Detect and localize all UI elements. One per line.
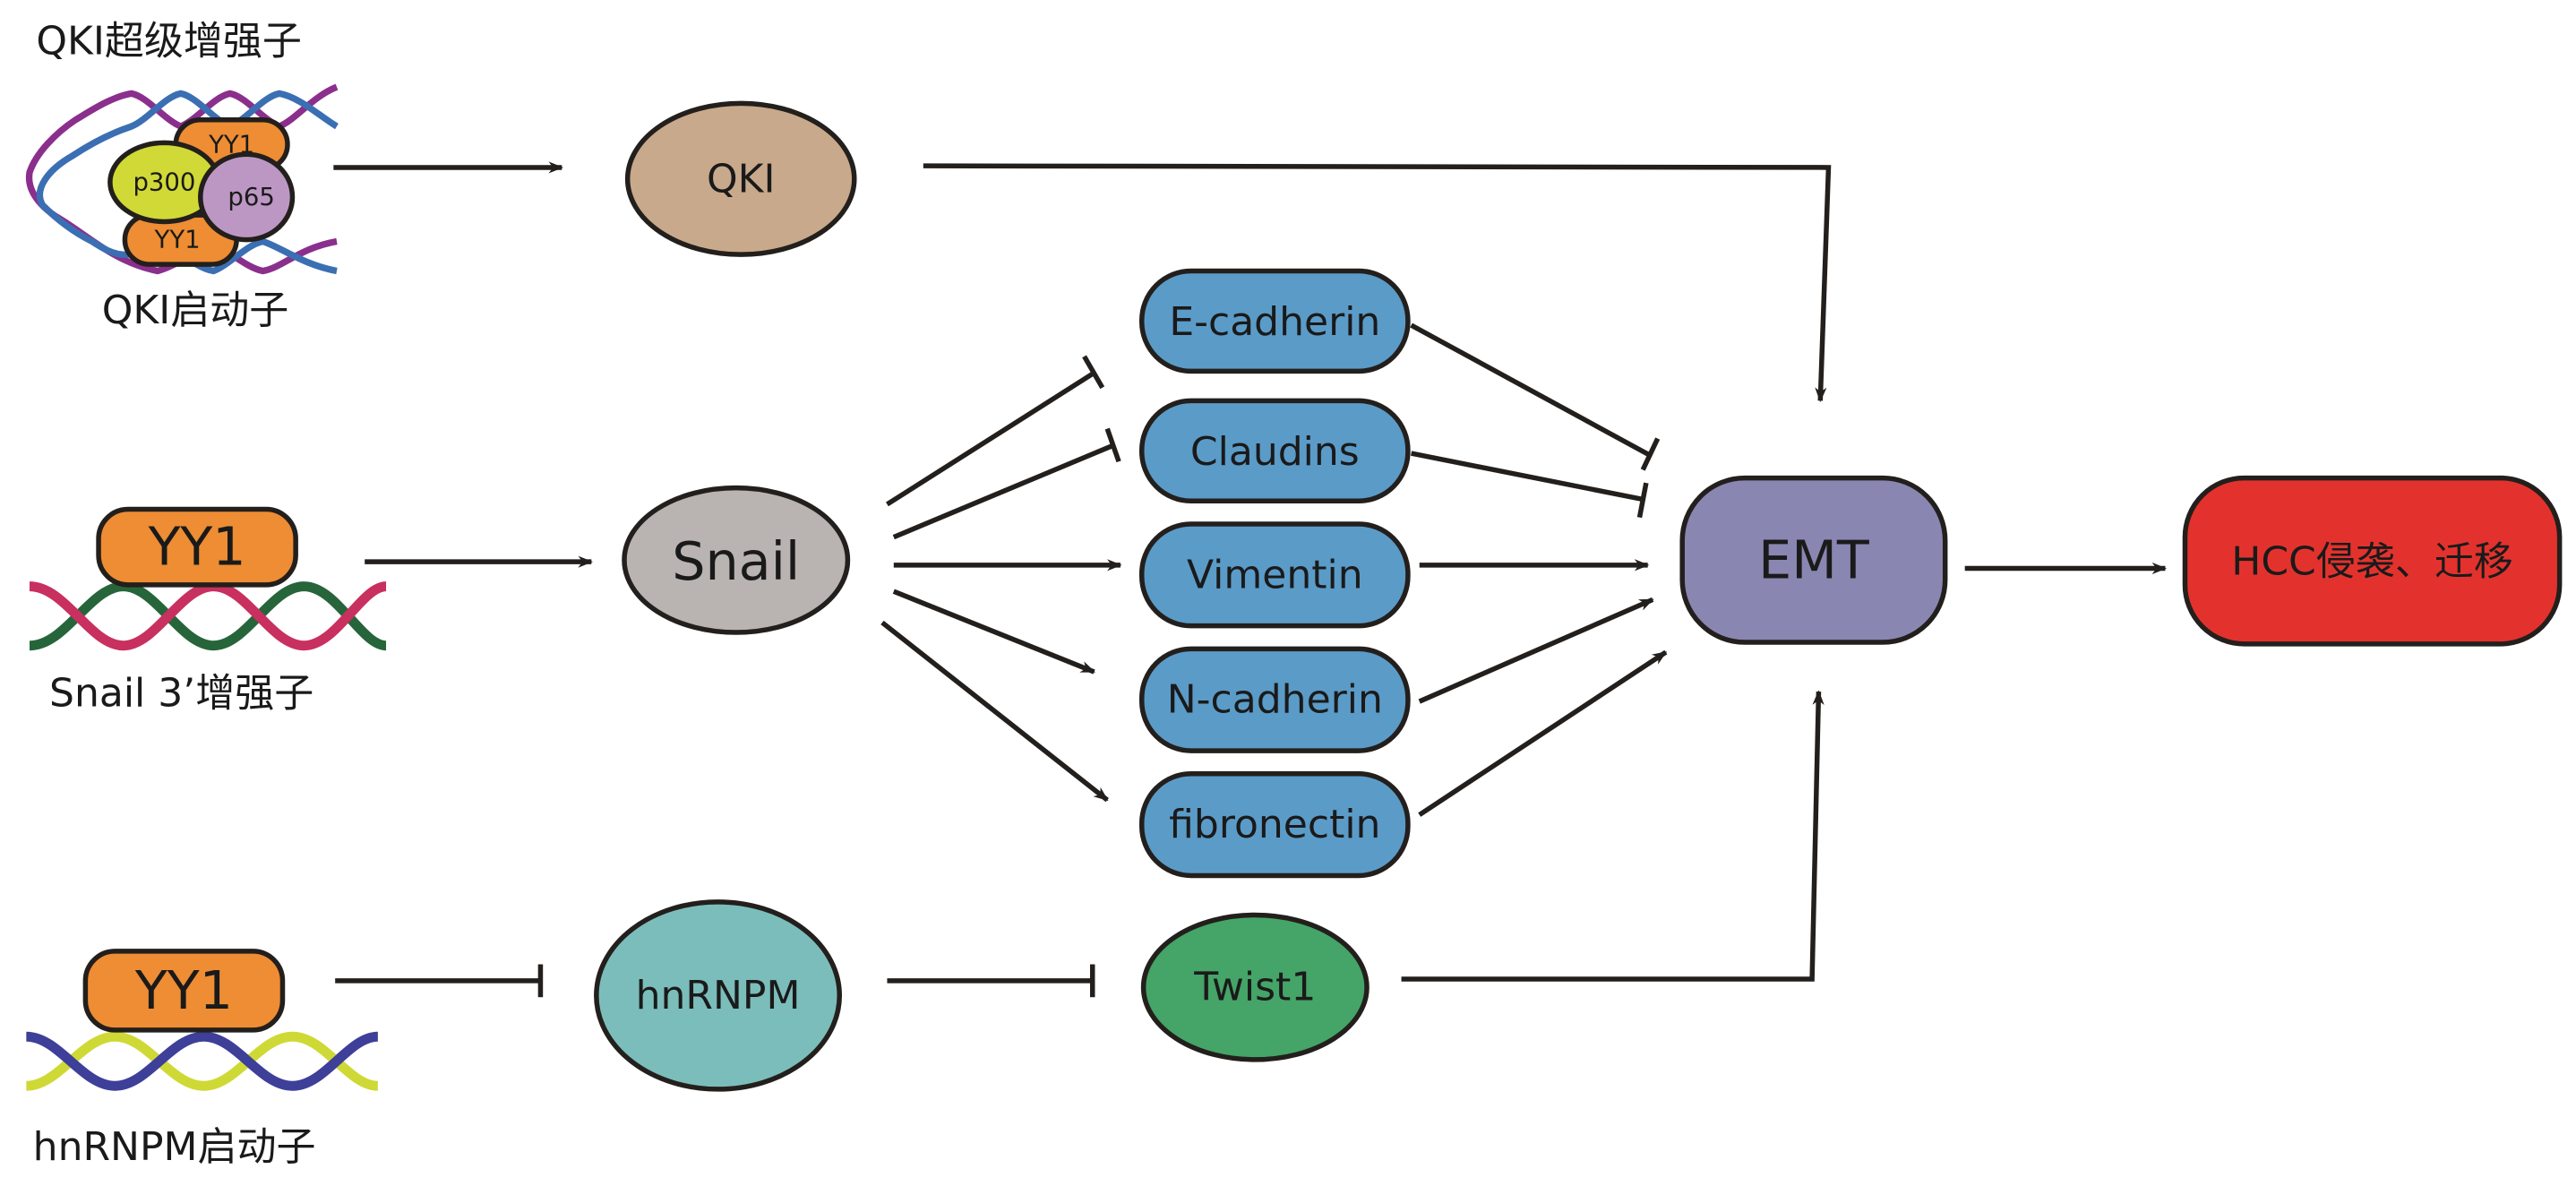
node-hnrnpm: hnRNPM — [594, 899, 843, 1092]
edge-snail-to-fibronectin — [880, 620, 1109, 803]
svg-text:hnRNPM: hnRNPM — [636, 973, 801, 1018]
edge-e-cadherin-inhibits-emt — [1410, 322, 1651, 458]
node-fibronectin: fibronectin — [1139, 771, 1411, 879]
svg-text:HCC侵袭、迁移: HCC侵袭、迁移 — [2231, 539, 2513, 585]
edge-claudins-inhibits-emt — [1411, 451, 1644, 503]
yy1-protein-snail: YY1 — [96, 506, 298, 588]
svg-text:N-cadherin: N-cadherin — [1167, 677, 1383, 723]
svg-text:YY1: YY1 — [154, 226, 201, 254]
svg-text:p65: p65 — [228, 183, 274, 211]
node-claudins: Claudins — [1139, 398, 1411, 504]
edge-fibronectin-to-emt — [1418, 649, 1668, 817]
inhibition-bar — [1636, 482, 1649, 519]
edge-snail-inhibits-claudins — [892, 443, 1115, 540]
edge-qki-to-emt — [923, 163, 1832, 403]
svg-text:E-cadherin: E-cadherin — [1169, 299, 1380, 345]
snail-enhancer-dna-icon — [29, 581, 387, 651]
node-e-cadherin: E-cadherin — [1139, 268, 1411, 374]
inhibition-bar — [1104, 427, 1121, 463]
node-snail: Snail — [622, 485, 851, 635]
edge-twist1-to-emt — [1401, 690, 1825, 982]
edge-n-cadherin-to-emt — [1418, 597, 1654, 704]
node-qki: QKI — [624, 100, 857, 257]
node-vimentin: Vimentin — [1139, 521, 1411, 629]
edge-snail-inhibits-e-cadherin — [885, 370, 1096, 507]
svg-text:Twist1: Twist1 — [1193, 965, 1316, 1010]
qki-promoter-caption: QKI启动子 — [102, 288, 289, 333]
hnrnpm-promoter-dna-icon — [25, 1031, 379, 1091]
svg-text:YY1: YY1 — [134, 960, 233, 1021]
node-n-cadherin: N-cadherin — [1139, 646, 1411, 753]
node-twist1: Twist1 — [1140, 912, 1370, 1062]
qki-enhancer-title: QKI超级增强子 — [36, 18, 302, 64]
svg-text:p300: p300 — [133, 168, 195, 196]
p65-protein: p65 — [198, 151, 296, 243]
svg-text:Snail: Snail — [672, 531, 800, 592]
edge-snail-to-n-cadherin — [892, 589, 1096, 675]
snail-enhancer-caption: Snail 3’增强子 — [49, 671, 313, 717]
svg-text:EMT: EMT — [1758, 529, 1870, 590]
inhibition-bar — [1082, 355, 1105, 390]
svg-text:QKI: QKI — [707, 156, 776, 202]
inhibition-bar — [1640, 437, 1661, 471]
svg-text:Vimentin: Vimentin — [1187, 552, 1363, 597]
yy1-protein-hnrnpm: YY1 — [82, 949, 286, 1033]
svg-text:Claudins: Claudins — [1190, 429, 1360, 475]
node-hcc-invasion-migration: HCC侵袭、迁移 — [2182, 475, 2563, 647]
hnrnpm-promoter-caption: hnRNPM启动子 — [33, 1124, 316, 1170]
svg-text:fibronectin: fibronectin — [1169, 802, 1380, 847]
node-emt: EMT — [1679, 475, 1948, 645]
svg-text:YY1: YY1 — [148, 517, 246, 578]
